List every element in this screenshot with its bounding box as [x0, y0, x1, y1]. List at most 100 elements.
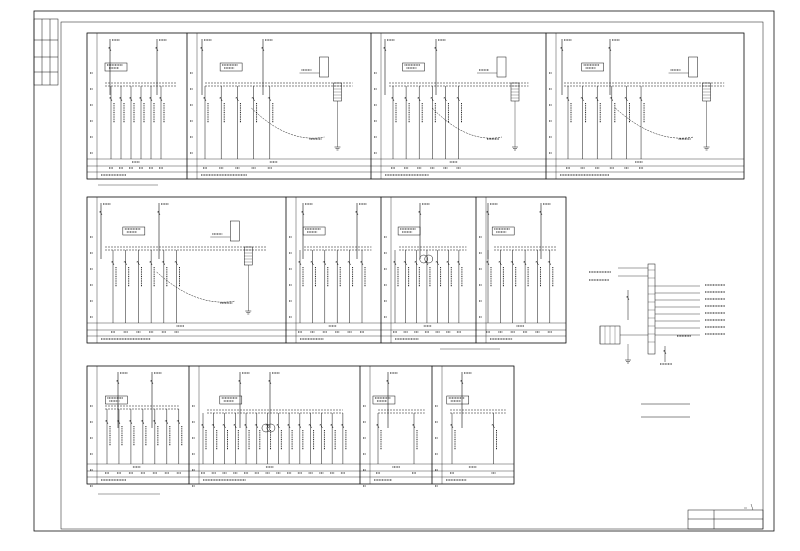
circuit-breaker-symbol [418, 210, 422, 216]
control-box-symbol [496, 56, 507, 78]
circuit-breaker-symbol [139, 96, 143, 102]
circuit-breaker-symbol [608, 46, 612, 52]
circuit-breaker-symbol [124, 260, 127, 266]
panel-frame [188, 365, 361, 485]
circuit-breaker-symbol [404, 260, 407, 266]
panel-row-3 [86, 365, 515, 487]
ground-symbol [245, 310, 252, 315]
panel-frame [86, 32, 188, 180]
circuit-breaker-symbol [391, 96, 395, 102]
circuit-breaker-symbol [236, 96, 239, 102]
circuit-breaker-symbol [486, 210, 490, 216]
distribution-panel [86, 32, 188, 180]
control-box-symbol [319, 56, 329, 78]
circuit-breaker-symbol [201, 423, 205, 429]
control-box-symbol [688, 56, 698, 78]
panel-row-1 [86, 32, 745, 180]
circuit-breaker-symbol [436, 260, 439, 266]
circuit-breaker-symbol [219, 96, 223, 102]
panel-frame [86, 196, 287, 344]
meter-box-symbol [219, 62, 243, 72]
circuit-breaker-symbol [157, 210, 161, 216]
circuit-breaker-symbol [105, 419, 109, 425]
meter-box-symbol [446, 395, 470, 405]
circuit-breaker-symbol [360, 260, 364, 266]
circuit-breaker-symbol [177, 419, 181, 425]
circuit-breaker-symbol [119, 96, 123, 102]
circuit-breaker-symbol [595, 96, 599, 102]
circuit-breaker-symbol [111, 260, 115, 266]
circuit-breaker-symbol [238, 379, 242, 385]
circuit-breaker-symbol [149, 96, 153, 102]
circuit-breaker-symbol [261, 46, 265, 52]
circuit-breaker-symbol [447, 260, 450, 266]
circuit-breaker-symbol [150, 379, 154, 385]
distribution-panel [86, 365, 190, 487]
circuit-breaker-symbol [129, 96, 133, 102]
meter-box-symbol [105, 395, 128, 405]
circuit-breaker-symbol [234, 423, 237, 429]
circuit-breaker-symbol [109, 96, 113, 102]
title-block [687, 509, 764, 530]
distribution-panel [370, 32, 547, 180]
circuit-breaker-symbol [301, 210, 305, 216]
circuit-breaker-symbol [383, 46, 387, 52]
circuit-breaker-symbol [255, 423, 259, 429]
circuit-breaker-symbol [162, 260, 166, 266]
circuit-breaker-symbol [116, 379, 120, 385]
circuit-breaker-symbol [298, 260, 302, 266]
circuit-breaker-symbol [159, 96, 163, 102]
meter-box-symbol [302, 226, 326, 236]
distribution-panel [545, 32, 745, 180]
circuit-breaker-symbol [287, 423, 291, 429]
description-lines [641, 403, 690, 418]
row-caption-bars [98, 184, 500, 495]
circuit-breaker-symbol [393, 260, 397, 266]
circuit-breaker-symbol [560, 46, 564, 52]
transformer-symbol [266, 423, 276, 433]
meter-box-symbol [219, 395, 243, 405]
distribution-panel [380, 196, 477, 344]
sheet-number-mark [744, 503, 754, 511]
circuit-breaker-symbol [457, 260, 461, 266]
circuit-breaker-symbol [320, 423, 323, 429]
circuit-breaker-symbol [355, 210, 359, 216]
circuit-breaker-symbol [460, 379, 464, 385]
circuit-breaker-symbol [499, 260, 502, 266]
circuit-breaker-symbol [200, 46, 204, 52]
inner-border [60, 21, 764, 530]
circuit-breaker-symbol [548, 260, 552, 266]
circuit-breaker-symbol [298, 423, 302, 429]
circuit-breaker-symbol [277, 423, 280, 429]
circuit-breaker-symbol [141, 419, 145, 425]
distribution-panel [285, 196, 382, 344]
circuit-breaker-symbol [486, 260, 490, 266]
circuit-breaker-symbol [153, 419, 157, 425]
ground-symbol [512, 146, 518, 151]
transformer-symbol [424, 254, 433, 264]
meter-box-symbol [491, 226, 515, 236]
circuit-breaker-symbol [431, 96, 434, 102]
circuit-breaker-symbol [511, 260, 514, 266]
circuit-breaker-symbol [425, 260, 429, 266]
panel-frame [475, 196, 567, 344]
meter-box-symbol [104, 62, 128, 72]
circuit-breaker-symbol [335, 260, 339, 266]
circuit-breaker-symbol [450, 423, 454, 429]
circuit-breaker-symbol [348, 260, 351, 266]
ground-symbol [625, 359, 631, 364]
revision-strip [33, 18, 59, 86]
distribution-panel [359, 365, 433, 487]
panel-row-2 [86, 196, 567, 344]
meter-box-symbol [581, 62, 604, 72]
panel-frame [431, 365, 515, 485]
circuit-breaker-symbol [386, 379, 390, 385]
circuit-breaker-symbol [175, 260, 178, 266]
circuit-breaker-symbol [663, 349, 667, 355]
meter-box-symbol [397, 226, 421, 236]
distribution-panel [186, 32, 372, 180]
row-3-frame [86, 365, 515, 485]
circuit-breaker-symbol [566, 96, 570, 102]
